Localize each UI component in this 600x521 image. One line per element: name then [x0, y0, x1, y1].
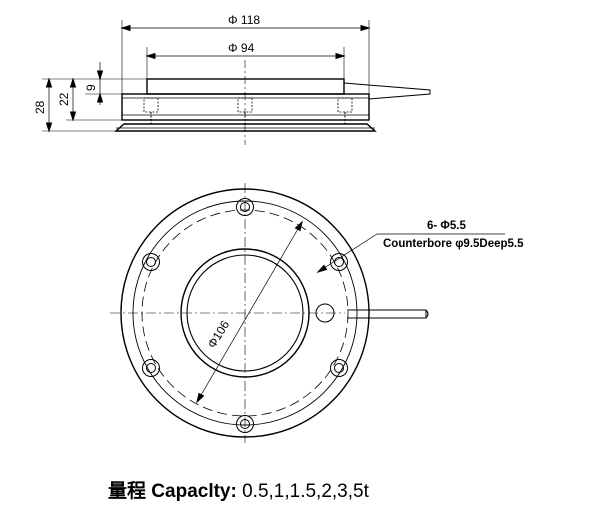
dim-height-total: 28 [33, 100, 47, 114]
dim-height-mid: 22 [57, 92, 71, 106]
top-view [110, 183, 505, 443]
dim-outer-diameter: Φ 118 [228, 13, 260, 27]
dim-top-diameter: Φ 94 [228, 41, 255, 55]
capacity-values: 0.5,1,1.5,2,3,5t [242, 481, 369, 502]
holes-spec: 6- Φ5.5 [427, 220, 466, 232]
dim-height-top: 9 [84, 84, 98, 91]
side-top-plate [146, 78, 345, 95]
top-cable [347, 309, 427, 319]
capacity-chinese-label: 量程 [108, 481, 147, 502]
side-base [114, 123, 377, 132]
side-view [42, 20, 431, 145]
counterbore-spec: Counterbore φ9.5Deep5.5 [383, 238, 524, 250]
capacity-label: Capaclty: [151, 481, 237, 502]
side-cable [343, 82, 431, 100]
dim-bolt-circle: Φ106 [205, 318, 233, 351]
capacity-caption: 量程 Capaclty: 0.5,1,1.5,2,3,5t [108, 476, 369, 503]
